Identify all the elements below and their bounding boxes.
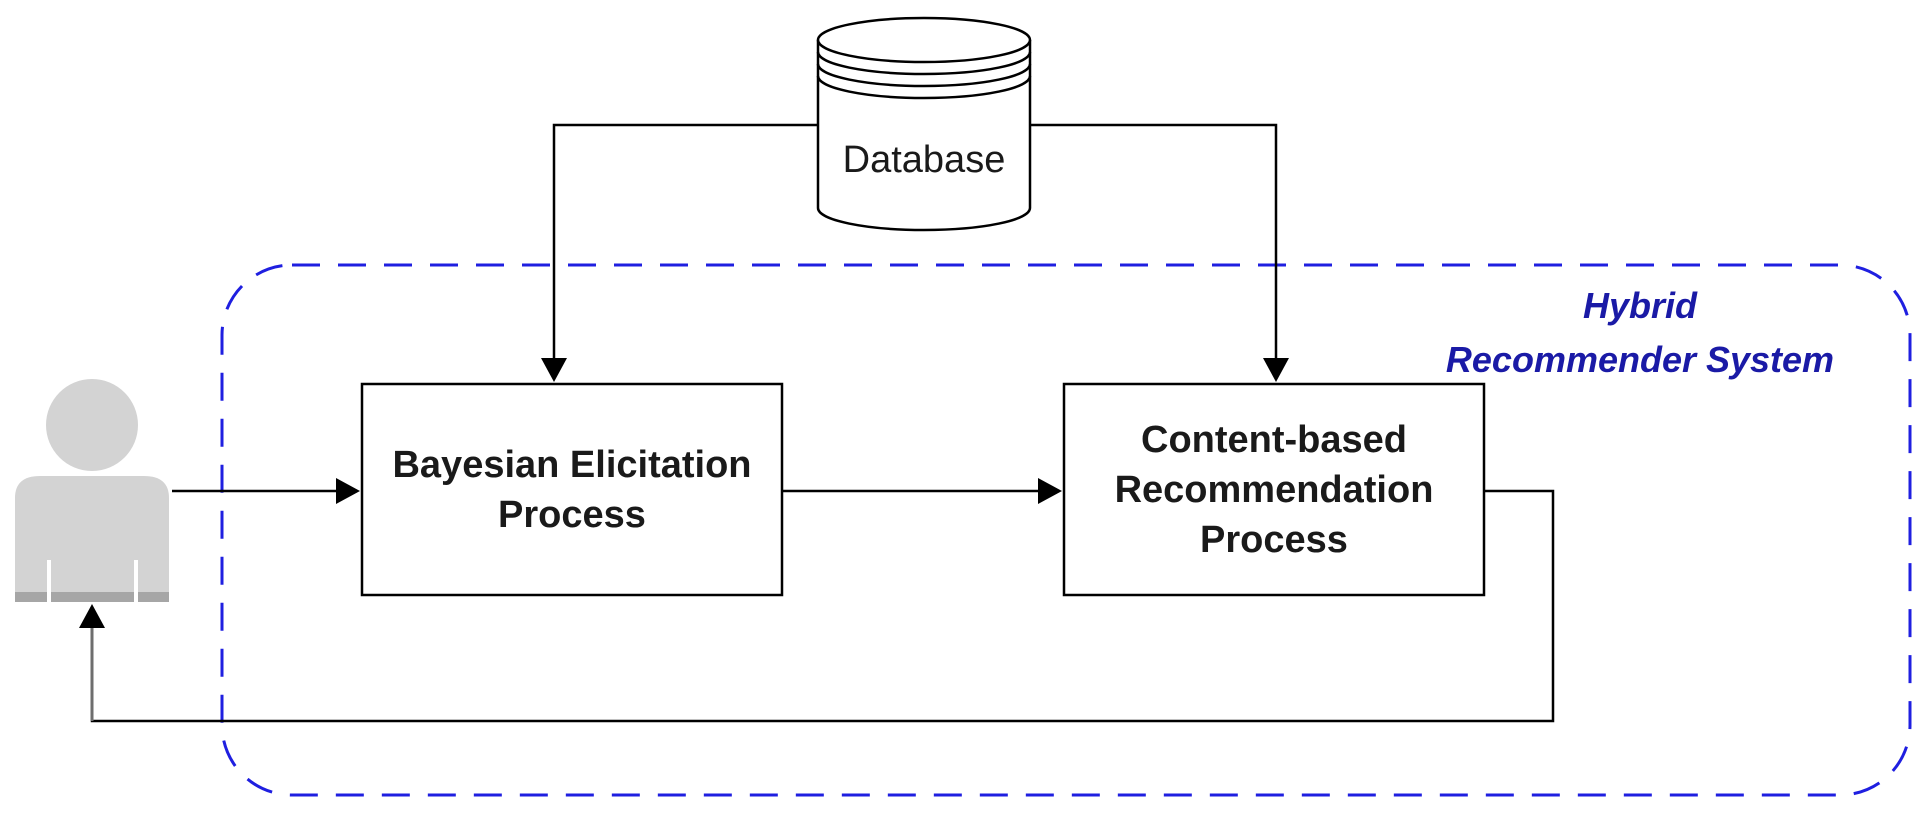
arrowhead-bayesian-to-content bbox=[1038, 478, 1062, 504]
bayesian-label-line2: Process bbox=[498, 494, 646, 536]
arrowhead-db-to-bayesian bbox=[541, 358, 567, 382]
database-label: Database bbox=[843, 139, 1006, 181]
bayesian-elicitation-box bbox=[360, 382, 784, 597]
arrowhead-db-to-content bbox=[1263, 358, 1289, 382]
connector-db-to-content bbox=[1030, 123, 1278, 362]
connector-db-to-bayesian bbox=[552, 123, 818, 362]
group-label-line1: Hybrid bbox=[1583, 285, 1698, 326]
bayesian-label-line1: Bayesian Elicitation bbox=[392, 444, 751, 486]
content-label-line2: Recommendation bbox=[1115, 469, 1434, 511]
group-label-line2: Recommender System bbox=[1446, 339, 1834, 380]
arrowhead-content-to-user bbox=[79, 604, 105, 628]
user-icon bbox=[15, 379, 169, 602]
arrowhead-user-to-bayesian bbox=[336, 478, 360, 504]
database-cylinder bbox=[816, 16, 1032, 232]
content-label-line1: Content-based bbox=[1141, 419, 1407, 461]
content-label-line3: Process bbox=[1200, 519, 1348, 561]
content-recommendation-box bbox=[1062, 382, 1486, 597]
hybrid-system-boundary bbox=[220, 263, 1912, 797]
